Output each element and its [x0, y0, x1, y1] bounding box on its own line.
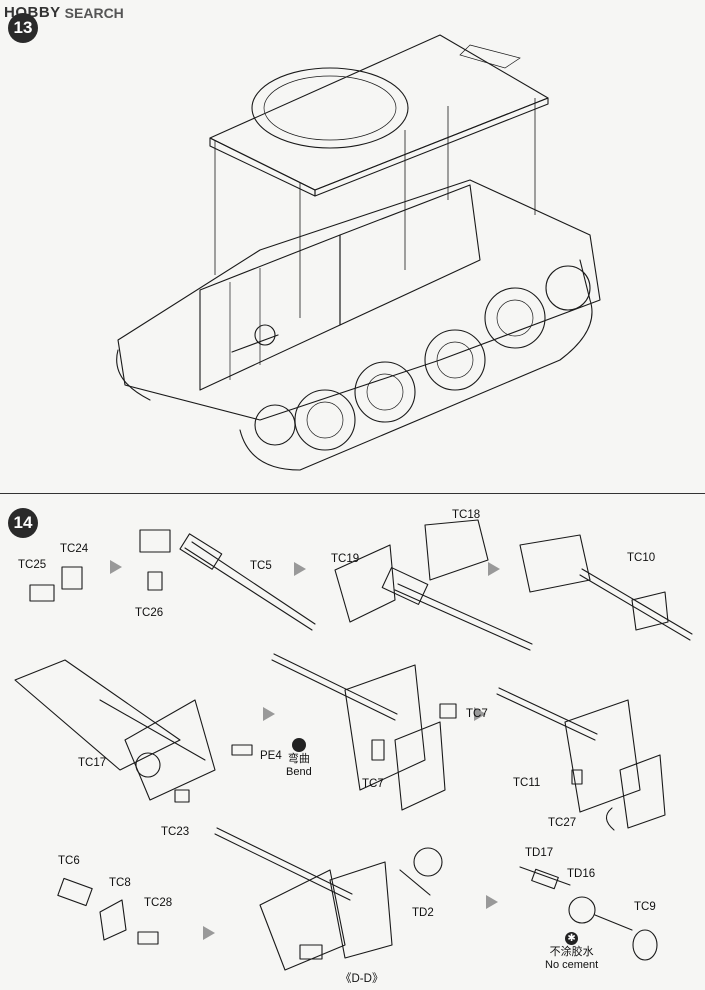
watermark-word: SEARCH — [64, 4, 124, 21]
part-label: TC23 — [161, 826, 190, 838]
part-label: TC26 — [135, 607, 164, 619]
part-label: TC6 — [58, 855, 80, 867]
part-label: TC17 — [78, 757, 107, 769]
mount-assembly-center — [271, 653, 457, 811]
part-label: TC28 — [144, 897, 173, 909]
step-13-badge: 13 — [8, 13, 38, 43]
no-cement-note: ✱ 不涂胶水 No cement — [545, 932, 598, 972]
part-label: TC25 — [18, 559, 47, 571]
section-label: 《D-D》 — [340, 973, 384, 985]
bend-note-en: Bend — [286, 766, 312, 778]
part-label: TC18 — [452, 509, 481, 521]
gun-subassembly-2 — [334, 519, 533, 651]
bend-note-cn: 弯曲 — [287, 753, 310, 765]
mount-assembly-left — [14, 659, 253, 803]
part-label: PE4 — [260, 750, 282, 762]
direction-arrow-icon — [110, 560, 500, 940]
step-divider — [0, 493, 705, 494]
part-label: TC11 — [513, 777, 541, 789]
bend-icon — [291, 738, 306, 752]
part-label: TC5 — [250, 560, 272, 572]
part-label: TC9 — [634, 901, 656, 913]
part-label: TC24 — [60, 543, 89, 555]
part-label: TC8 — [109, 877, 131, 889]
part-label: TC19 — [331, 553, 360, 565]
part-label: TC7 — [362, 778, 384, 790]
no-cement-en: No cement — [545, 959, 599, 971]
no-cement-cn: 不涂胶水 — [549, 946, 594, 958]
gun-subassembly-1 — [29, 529, 316, 631]
part-label: TD17 — [525, 847, 554, 859]
part-label: TD16 — [567, 868, 596, 880]
gun-subassembly-3 — [519, 534, 693, 641]
part-label: TC10 — [627, 552, 656, 564]
mount-assembly-right — [496, 687, 666, 831]
no-cement-icon: ✱ — [565, 932, 579, 945]
part-label: TC27 — [548, 817, 577, 829]
part-label: TC7 — [466, 708, 488, 720]
step-14-badge: 14 — [8, 508, 38, 538]
final-assembly — [57, 827, 658, 971]
bend-note: 弯曲 Bend — [286, 738, 312, 779]
hull-drawing — [116, 34, 601, 471]
part-label: TD2 — [412, 907, 434, 919]
